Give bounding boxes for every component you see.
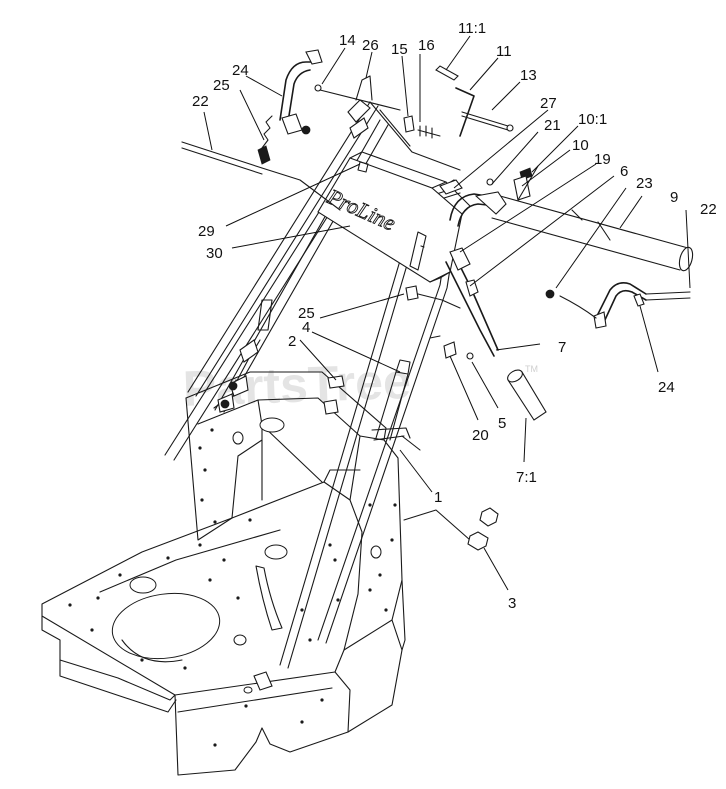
callout-26: 25	[298, 305, 315, 322]
callout-3: 3	[508, 595, 516, 612]
callout-29: 29	[198, 223, 215, 240]
callout-20: 22	[192, 93, 209, 110]
callout-14: 14	[339, 32, 356, 49]
upper-handle	[181, 49, 514, 211]
watermark-trademark: TM	[525, 364, 538, 374]
callout-18: 20	[472, 427, 489, 444]
callout-9: 9	[670, 189, 678, 206]
control-panel: ProLine	[317, 151, 471, 283]
callout-7-1: 7:1	[516, 469, 537, 486]
callout-16: 16	[418, 37, 435, 54]
callout-22: 23	[636, 175, 653, 192]
callout-19: 21	[544, 117, 561, 134]
callout-17: 19	[594, 151, 611, 168]
callout-21: 22	[700, 201, 717, 218]
callout-23: 24	[658, 379, 675, 396]
callout-11: 11	[496, 43, 512, 60]
callout-7: 7	[558, 339, 566, 356]
callout-4: 4	[302, 319, 310, 336]
callout-10: 10	[572, 137, 589, 154]
mower-frame	[41, 371, 406, 776]
callout-25: 25	[213, 77, 230, 94]
callout-24: 24	[232, 62, 249, 79]
callout-1: 1	[434, 489, 442, 506]
loose-hardware	[401, 435, 499, 551]
callout-30: 30	[206, 245, 223, 262]
callout-27: 26	[362, 37, 379, 54]
callout-11-1: 11:1	[458, 20, 486, 37]
callout-10-1: 10:1	[578, 111, 607, 128]
right-handle	[405, 165, 694, 421]
callout-13: 13	[520, 67, 537, 84]
callout-15: 15	[391, 41, 408, 58]
callout-6: 6	[620, 163, 628, 180]
callout-5: 5	[498, 415, 506, 432]
callout-labels: 14 26 15 16 11:1 11 13 24 25 22 27 21 10…	[192, 20, 717, 612]
leader-lines	[203, 35, 691, 591]
callout-2: 2	[288, 333, 296, 350]
callout-28: 27	[540, 95, 557, 112]
